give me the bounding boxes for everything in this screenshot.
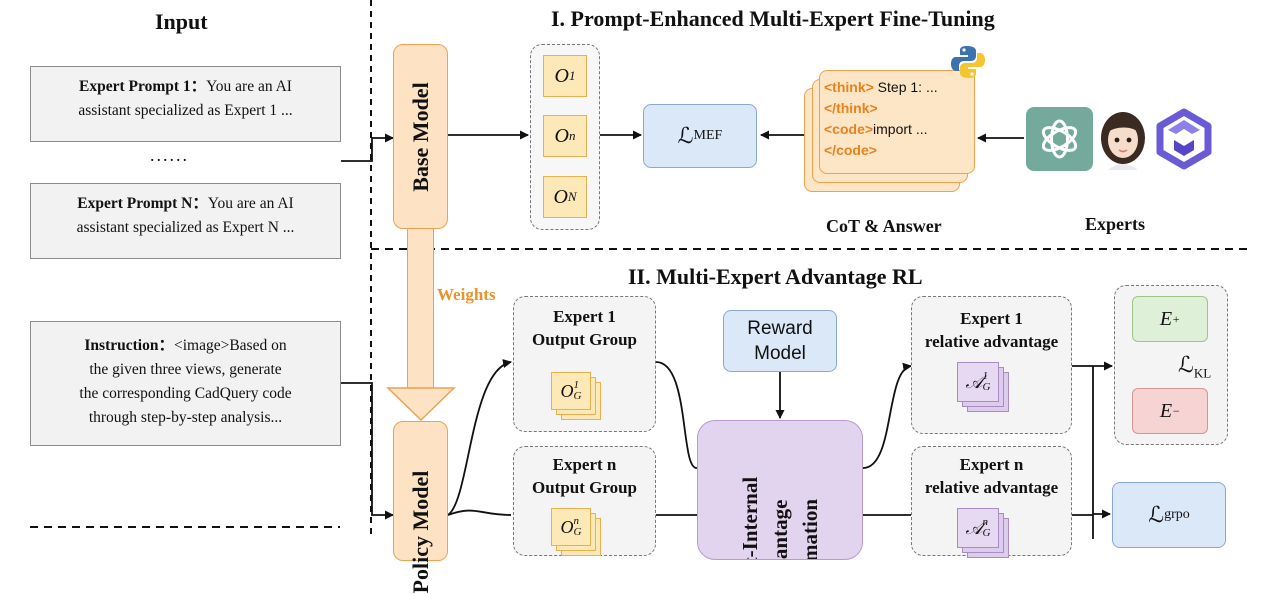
- estimation-line-1: Estimation: [798, 498, 822, 560]
- code-card-front: <think> Step 1: ... </think> <code>impor…: [819, 70, 975, 174]
- group1-subtitle: Output Group: [531, 330, 638, 349]
- instruction-box: Instruction：<image>Based on the given th…: [30, 321, 341, 446]
- cot-answer-label: CoT & Answer: [826, 216, 942, 236]
- grpo-loss-symbol: ℒ: [1148, 502, 1165, 528]
- weights-label: Weights: [437, 285, 496, 304]
- adv1-subtitle: relative advantage: [924, 332, 1059, 351]
- instruction-label: Instruction：: [84, 337, 174, 354]
- base-model-block: Base Model: [393, 44, 448, 229]
- base-model-label: Base Model: [407, 81, 433, 192]
- avatar-icon: [1101, 112, 1145, 170]
- weights-arrow-shaft: [407, 229, 434, 389]
- instruction-line-2: the given three views, generate: [89, 361, 282, 378]
- expert-prompt-n-box: Expert Prompt N：You are an AI assistant …: [30, 183, 341, 259]
- weights-arrow-head: [386, 387, 456, 422]
- grpo-loss-sub: grpo: [1164, 507, 1190, 522]
- expert-prompt-n-text-b: assistant specialized as Expert N ...: [76, 219, 295, 236]
- estimation-line-3: Expert-Internal: [738, 476, 762, 560]
- instruction-line-1: <image>Based on: [173, 337, 287, 354]
- python-icon: [951, 46, 985, 78]
- expert-prompt-1-text-b: assistant specialized as Expert 1 ...: [78, 102, 293, 119]
- policy-model-block: Policy Model: [393, 421, 448, 594]
- reward-label-1: Reward: [747, 318, 813, 339]
- expert-internal-advantage-estimation: Expert-Internal Advantage Estimation: [697, 420, 863, 560]
- reward-label-2: Model: [754, 343, 806, 364]
- expert-prompt-1-box: Expert Prompt 1：You are an AI assistant …: [30, 66, 341, 142]
- instruction-line-4: through step-by-step analysis...: [88, 409, 283, 426]
- kl-loss-label: ℒKL: [1178, 353, 1212, 381]
- stage2-title: II. Multi-Expert Advantage RL: [628, 264, 923, 289]
- expert-prompt-n-text-a: You are an AI: [207, 195, 294, 212]
- groupn-subtitle: Output Group: [531, 478, 638, 497]
- groupn-title: Expert n: [552, 455, 617, 474]
- input-title: Input: [155, 9, 208, 34]
- instruction-line-3: the corresponding CadQuery code: [79, 385, 292, 402]
- qwen-icon: [1156, 108, 1212, 170]
- connectors: [30, 0, 1250, 539]
- group1-title: Expert 1: [553, 307, 616, 326]
- estimation-line-2: Advantage: [768, 499, 792, 560]
- ellipsis-dots: ......: [150, 145, 189, 165]
- expert-prompt-n-label: Expert Prompt N：: [77, 195, 208, 212]
- expert-prompt-1-text-a: You are an AI: [206, 78, 292, 95]
- adv1-title: Expert 1: [960, 309, 1023, 328]
- advn-subtitle: relative advantage: [924, 478, 1059, 497]
- stage1-title: I. Prompt-Enhanced Multi-Expert Fine-Tun…: [551, 6, 995, 31]
- experts-label: Experts: [1085, 214, 1145, 234]
- mef-loss-symbol: ℒ: [677, 123, 694, 149]
- e-minus-box: E−: [1132, 388, 1208, 434]
- reward-model-box: Reward Model: [723, 310, 837, 372]
- advn-title: Expert n: [959, 455, 1024, 474]
- openai-icon: [1026, 107, 1093, 171]
- e-plus-box: E+: [1132, 296, 1208, 342]
- expert-prompt-1-label: Expert Prompt 1：: [79, 78, 207, 95]
- policy-model-label: Policy Model: [407, 470, 433, 594]
- mef-loss-sub: MEF: [693, 128, 723, 143]
